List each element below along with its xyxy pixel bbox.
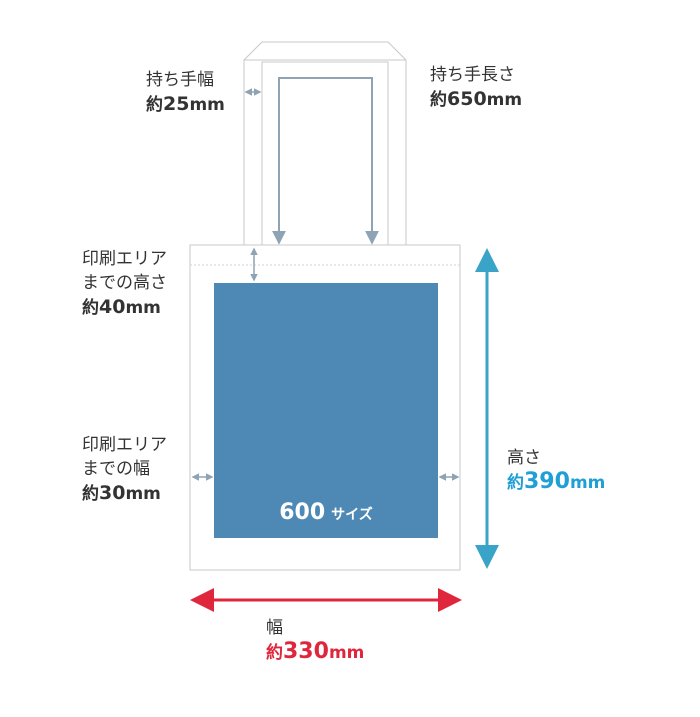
handle-length-arrow: [272, 77, 379, 245]
print-top-label: 印刷エリア までの高さ 約40mm: [82, 249, 167, 318]
height-title: 高さ: [507, 448, 541, 468]
width-title: 幅: [266, 618, 283, 638]
width-arrow: [190, 588, 462, 612]
print-side-label: 印刷エリア までの幅 約30mm: [82, 435, 167, 504]
print-area-size-number: 600: [279, 500, 326, 525]
handle-width-title: 持ち手幅: [146, 70, 214, 90]
height-value: 390: [524, 469, 570, 494]
handle-width-label: 持ち手幅 約25mm: [146, 70, 225, 115]
handle-length-title: 持ち手長さ: [430, 65, 515, 85]
width-label: 幅 約330mm: [266, 618, 365, 664]
print-area-size-suffix: サイズ: [331, 507, 373, 523]
height-arrow: [475, 248, 499, 569]
bag-handle: [243, 41, 407, 245]
print-area: [214, 283, 438, 538]
handle-length-value: 650: [447, 88, 487, 110]
height-label: 高さ 約390mm: [507, 448, 606, 494]
handle-length-label: 持ち手長さ 約650mm: [430, 65, 523, 110]
print-side-value: 30: [99, 482, 126, 504]
handle-width-value: 25: [163, 93, 190, 115]
print-top-value: 40: [99, 296, 126, 318]
print-area-size-label: 600 サイズ: [214, 500, 438, 525]
width-value: 330: [283, 639, 329, 664]
